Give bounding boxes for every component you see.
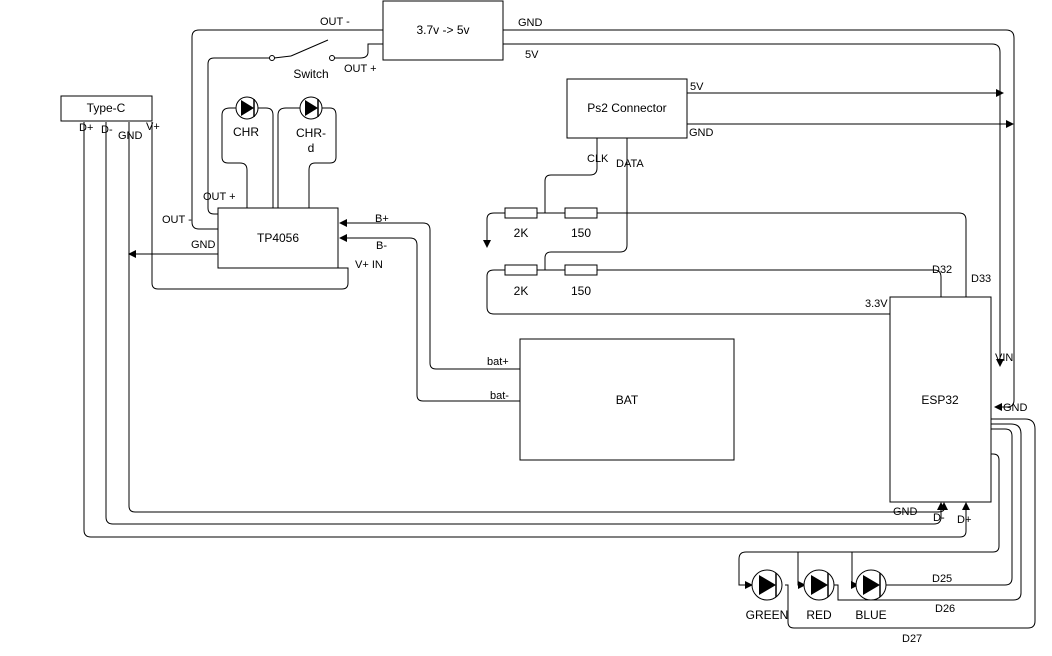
ps2-title: Ps2 Connector (587, 101, 666, 115)
led-chr: CHR (233, 96, 259, 139)
esp32-title: ESP32 (921, 393, 959, 407)
block-tp4056: TP4056 (217, 207, 339, 269)
conv-gnd-label: GND (518, 17, 543, 29)
resistor-label: 150 (571, 226, 591, 240)
wire-typec-dm (105, 122, 945, 525)
wire-ps2-clk (544, 138, 598, 213)
d25-label: D25 (932, 573, 952, 585)
wire-r-bot-left (486, 269, 890, 315)
bat-plus-label: bat+ (487, 356, 509, 368)
typec-title: Type-C (87, 101, 126, 115)
block-battery: BAT (519, 338, 735, 461)
wire-d26 (832, 423, 1022, 601)
tp-bminus-label: B- (376, 240, 387, 252)
tp-gnd-label: GND (191, 239, 216, 251)
wire-vplus (151, 122, 349, 290)
esp-d32-label: D32 (932, 264, 952, 276)
led-chr-d: CHR- d (296, 96, 326, 155)
conv-out-minus-label: OUT - (320, 16, 350, 28)
wires (83, 29, 1036, 629)
block-ps2-connector: Ps2 Connector (566, 78, 688, 139)
battery-title: BAT (616, 393, 639, 407)
wire-chr-loop (221, 107, 248, 208)
led-red: RED (803, 569, 835, 622)
resistor-label: 150 (571, 284, 591, 298)
wire-switch-to-conv (334, 43, 383, 59)
resistors: 2K 150 2K 150 (504, 207, 598, 298)
led-green-label: GREEN (746, 608, 789, 622)
block-typec: Type-C (60, 95, 153, 122)
switch-label: Switch (293, 67, 328, 81)
wire-bat-minus (339, 234, 520, 402)
resistor-2k-top (504, 207, 538, 219)
resistor-label: 2K (514, 226, 529, 240)
wire-chrd-loop-2 (308, 107, 337, 208)
wire-r-top-left (483, 212, 505, 248)
led-chrd-label: CHR- (296, 126, 326, 140)
wire-ps2-data (544, 138, 628, 270)
wire-bat-plus (339, 219, 520, 370)
switch: Switch (269, 39, 335, 81)
block-esp32: ESP32 (889, 296, 992, 503)
led-chr-label: CHR (233, 125, 259, 139)
led-chrd-label-2: d (308, 141, 315, 155)
typec-gnd-label: GND (118, 130, 143, 142)
d27-label: D27 (902, 633, 922, 645)
tp4056-title: TP4056 (257, 231, 299, 245)
tp-bplus-label: B+ (375, 213, 389, 225)
resistor-label: 2K (514, 284, 529, 298)
wire-d25 (885, 428, 1013, 586)
wire-typec-gnd (128, 122, 948, 513)
wire-switch-out-plus (207, 57, 270, 215)
typec-dp-label: D+ (79, 122, 93, 134)
wire-conv-5v (503, 43, 1004, 367)
led-blue-label: BLUE (855, 608, 886, 622)
led-red-label: RED (806, 608, 832, 622)
esp-vin-label: VIN (995, 352, 1013, 364)
d26-label: D26 (935, 603, 955, 615)
block-converter: 3.7v -> 5v (382, 0, 504, 61)
ps2-5v-label: 5V (690, 81, 704, 93)
pin-labels: D+ D- GND V+ OUT - OUT + GND 5V 5V GND C… (79, 16, 1028, 645)
typec-dm-label: D- (101, 124, 113, 136)
ps2-data-label: DATA (616, 158, 644, 170)
resistor-2k-bottom (504, 264, 538, 276)
ps2-gnd-label: GND (689, 127, 714, 139)
tp-vin-label: V+ IN (355, 259, 383, 271)
wire-d32 (597, 269, 942, 297)
resistor-150-top (564, 207, 598, 219)
typec-vp-label: V+ (146, 121, 160, 133)
wire-typec-dp (83, 122, 970, 538)
esp-dm-label: D- (933, 512, 945, 524)
esp-3v3-label: 3.3V (865, 298, 888, 310)
wire-led-red (797, 552, 806, 589)
led-green: GREEN (746, 569, 789, 622)
wire-d27 (785, 418, 1036, 629)
ps2-clk-label: CLK (587, 153, 609, 165)
tp-out-minus-label: OUT - (162, 214, 192, 226)
conv-5v-label: 5V (525, 49, 539, 61)
wire-d33 (597, 212, 967, 297)
esp-gnd2-label: GND (893, 506, 918, 518)
wire-conv-out-minus (191, 29, 383, 230)
esp-d33-label: D33 (971, 273, 991, 285)
tp-out-plus-label: OUT + (203, 191, 236, 203)
conv-out-plus-label: OUT + (344, 63, 377, 75)
wire-conv-gnd (503, 29, 1015, 411)
converter-title: 3.7v -> 5v (416, 23, 469, 37)
wire-chr-loop-2 (258, 107, 274, 208)
wire-chrd-loop (277, 107, 300, 208)
bat-minus-label: bat- (490, 390, 509, 402)
esp-gnd-label: GND (1003, 402, 1028, 414)
resistor-150-bottom (564, 264, 598, 276)
led-blue: BLUE (855, 569, 887, 622)
wire-led-common (738, 453, 1000, 589)
esp-dp-label: D+ (957, 514, 971, 526)
